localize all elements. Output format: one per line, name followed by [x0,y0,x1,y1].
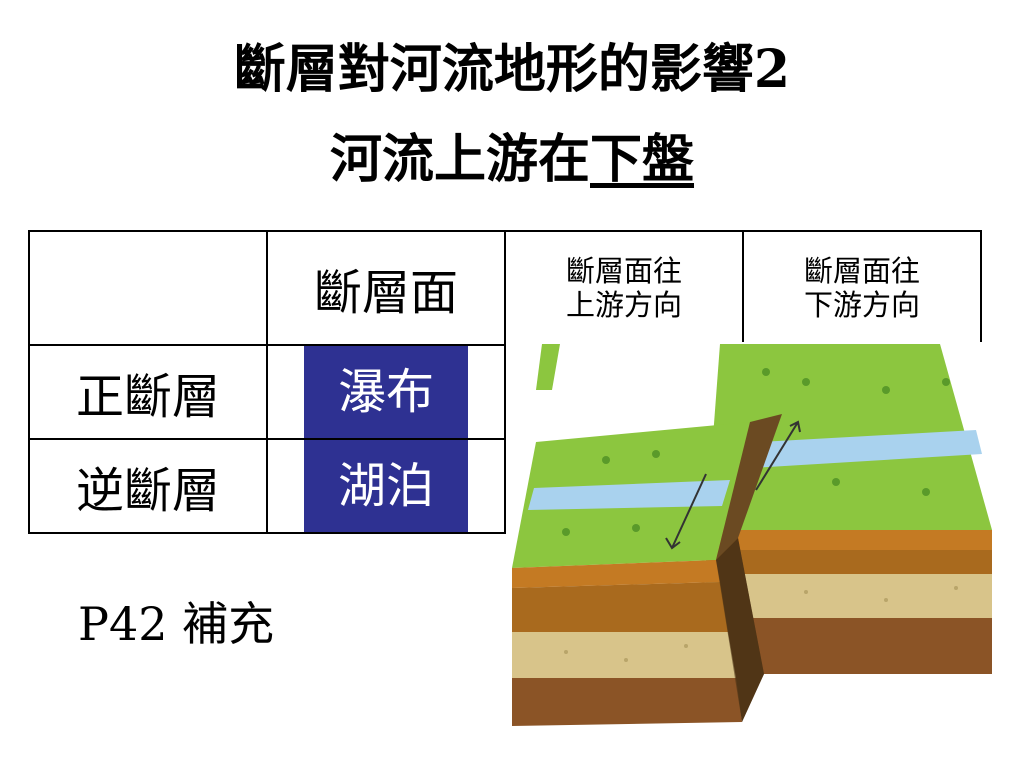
row-label-normal-fault: 正斷層 [28,344,268,440]
cell-normal-fault-plane: 瀑布 [266,344,506,440]
fault-diagram-icon [506,342,1006,742]
table-header-row: 斷層面 斷層面往 上游方向 斷層面往 下游方向 [28,230,982,346]
supplement-note: P42 補充 [78,597,275,651]
subtitle-prefix: 河流上游在 [329,129,590,190]
header-downstream-line1: 斷層面往 [803,254,920,288]
row-label-reverse-fault: 逆斷層 [28,438,268,534]
header-upstream-line1: 斷層面往 [565,254,682,288]
header-downstream: 斷層面往 下游方向 [742,230,982,346]
slide-title: 斷層對河流地形的影響2 [233,39,791,100]
header-empty-cell [28,230,268,346]
cell-reverse-fault-plane: 湖泊 [266,438,506,534]
answer-lake: 湖泊 [304,440,468,532]
subtitle-underlined: 下盤 [590,129,695,190]
header-upstream: 斷層面往 上游方向 [504,230,744,346]
header-fault-plane: 斷層面 [266,230,506,346]
header-downstream-line2: 下游方向 [803,288,920,322]
answer-waterfall: 瀑布 [304,346,468,438]
header-upstream-line2: 上游方向 [565,288,682,322]
slide-subtitle: 河流上游在下盤 [0,128,1024,192]
